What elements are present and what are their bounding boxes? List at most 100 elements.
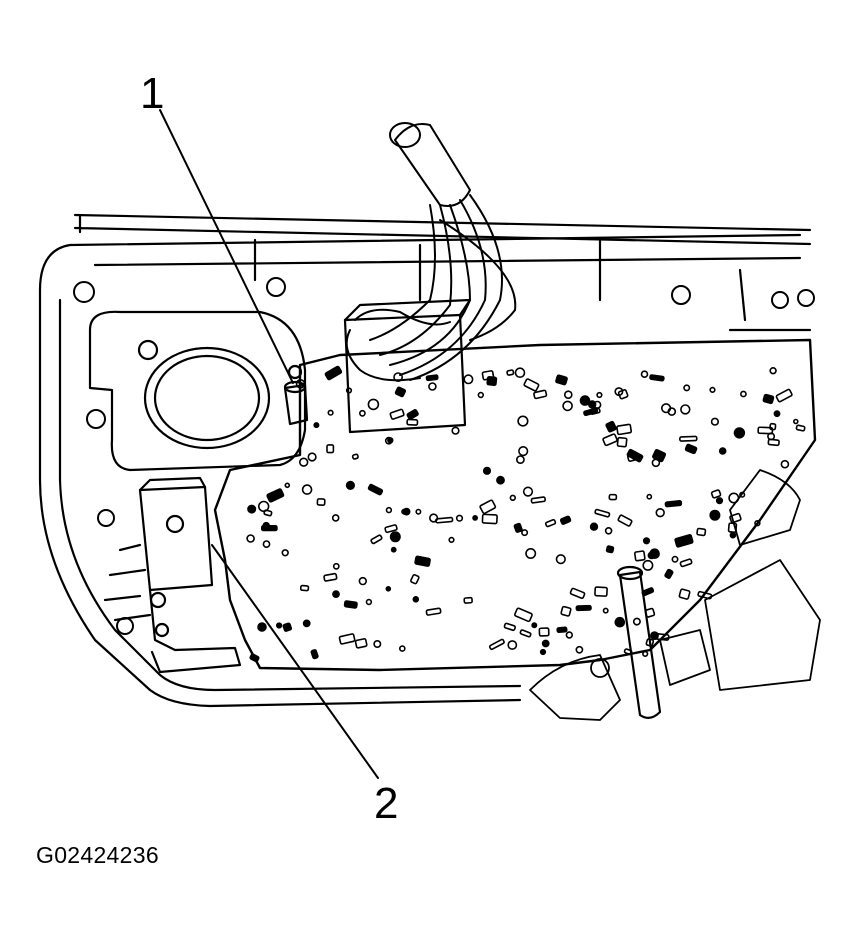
- valve-port: [385, 585, 392, 592]
- valve-port: [425, 374, 439, 382]
- valve-port: [249, 653, 260, 663]
- valve-port: [589, 522, 599, 531]
- valve-port: [327, 409, 334, 416]
- valve-port: [678, 588, 691, 600]
- valve-port: [332, 590, 340, 598]
- valve-port: [614, 616, 626, 628]
- valve-port: [740, 390, 747, 398]
- valve-port: [664, 568, 674, 579]
- valve-port: [684, 443, 698, 455]
- valve-port: [667, 407, 677, 416]
- valve-port: [472, 515, 478, 521]
- valve-port: [276, 622, 283, 629]
- valve-port: [481, 513, 498, 525]
- leader-line-2: [211, 544, 379, 779]
- valve-port: [373, 639, 382, 648]
- solenoid-block: [343, 298, 472, 434]
- detent-bracket: [103, 476, 242, 674]
- valve-port: [316, 498, 326, 506]
- valve-port: [451, 426, 460, 435]
- case-bolt-holes: [73, 277, 815, 635]
- valve-port: [605, 420, 617, 433]
- valve-port: [696, 527, 707, 537]
- valve-port: [531, 622, 538, 629]
- valve-port: [541, 639, 550, 648]
- valve-port: [679, 558, 693, 568]
- valve-body-ports: [246, 365, 806, 663]
- valve-port: [780, 459, 790, 469]
- valve-port: [555, 554, 566, 565]
- valve-port: [523, 378, 540, 392]
- valve-port: [301, 484, 313, 495]
- valve-port: [389, 408, 405, 420]
- valve-port: [530, 496, 546, 504]
- valve-port: [575, 604, 592, 612]
- valve-port: [649, 374, 665, 382]
- valve-port: [262, 521, 271, 530]
- valve-port: [281, 549, 289, 557]
- valve-body-plate: [213, 338, 817, 672]
- valve-port: [313, 422, 320, 429]
- valve-port: [506, 369, 515, 376]
- valve-port: [640, 370, 649, 379]
- valve-port: [406, 418, 419, 426]
- figure-id: G02424236: [36, 842, 159, 868]
- valve-port: [343, 600, 358, 609]
- valve-port: [463, 374, 474, 385]
- valve-port: [365, 598, 373, 606]
- valve-port: [729, 512, 742, 524]
- valve-port: [482, 466, 492, 475]
- manual-shaft: [616, 565, 662, 719]
- valve-port: [284, 482, 291, 489]
- valve-port: [488, 638, 505, 651]
- valve-port: [569, 587, 586, 600]
- valve-port: [326, 444, 335, 454]
- valve-port: [262, 540, 271, 548]
- valve-port: [389, 531, 401, 543]
- valve-port: [710, 489, 722, 499]
- valve-port: [455, 514, 464, 522]
- valve-port: [646, 493, 653, 500]
- valve-port: [664, 499, 683, 508]
- valve-port: [518, 446, 529, 457]
- valve-port: [507, 640, 518, 650]
- valve-port: [519, 629, 532, 638]
- valve-port: [522, 486, 534, 497]
- valve-port: [679, 435, 698, 442]
- valve-port: [435, 516, 454, 524]
- valve-port: [310, 649, 319, 660]
- valve-port: [602, 607, 609, 614]
- valve-port: [503, 622, 516, 632]
- valve-port: [556, 626, 568, 634]
- valve-port: [246, 534, 255, 543]
- valve-port: [406, 409, 419, 420]
- valve-port: [795, 424, 806, 432]
- valve-port: [649, 548, 660, 560]
- valve-port: [299, 457, 309, 467]
- valve-port: [358, 409, 366, 417]
- valve-port: [351, 453, 359, 460]
- valve-port: [710, 417, 720, 426]
- valve-port: [367, 483, 384, 496]
- valve-port: [594, 508, 611, 518]
- valve-port: [642, 559, 654, 571]
- valve-port: [562, 400, 573, 412]
- valve-port: [605, 545, 615, 554]
- valve-port: [754, 519, 761, 527]
- valve-port: [477, 391, 484, 399]
- valve-port: [655, 508, 665, 518]
- valve-port: [486, 376, 498, 387]
- valve-port: [642, 537, 651, 545]
- valve-port: [616, 436, 628, 448]
- valve-port: [257, 622, 267, 632]
- valve-port: [324, 365, 343, 381]
- valve-port: [674, 533, 694, 548]
- valve-port: [757, 426, 774, 435]
- valve-port: [533, 389, 548, 400]
- valve-port: [370, 534, 383, 545]
- valve-port: [496, 475, 505, 485]
- valve-port: [517, 415, 529, 427]
- servo-cover: [88, 310, 307, 472]
- valve-port: [709, 509, 721, 521]
